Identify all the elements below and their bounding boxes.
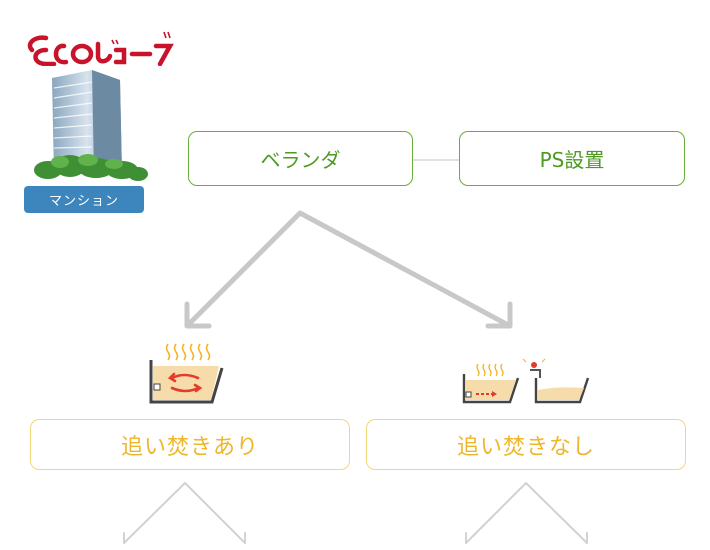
option-reheat-button[interactable]: 追い焚きあり <box>30 419 350 470</box>
split-arrow <box>184 210 513 329</box>
option-ps-install-button[interactable]: PS設置 <box>459 131 685 186</box>
building-type-badge: マンション <box>24 186 144 213</box>
apartment-building-illustration <box>34 70 148 181</box>
bathtub-reheat-icon <box>149 343 224 404</box>
lower-split-arrow-right <box>465 482 588 544</box>
bathtub-no-reheat-icon <box>462 358 590 404</box>
option-no-reheat-button[interactable]: 追い焚きなし <box>366 419 686 470</box>
option-veranda-button[interactable]: ベランダ <box>188 131 413 186</box>
ecojozu-logo <box>27 31 174 66</box>
lower-split-arrow-left <box>123 482 246 544</box>
